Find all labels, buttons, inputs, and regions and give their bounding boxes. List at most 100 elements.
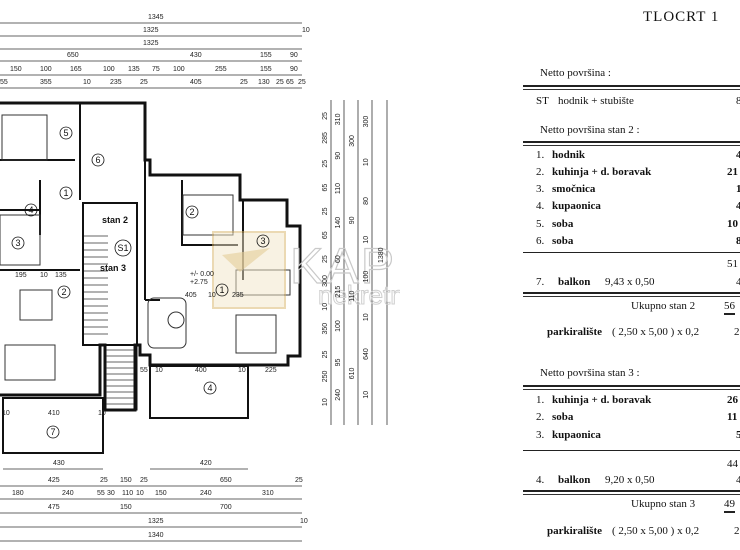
item-no: 3. [536,429,545,441]
dimension-label: 110 [335,183,342,194]
dimension-label: 240 [62,490,74,497]
dimension-label: 640 [363,348,370,360]
item-no: 1. [536,394,545,406]
room-number: 3 [260,236,265,246]
dimension-label: 55 [140,367,148,374]
watermark-brand: KAPITAL [290,238,400,294]
dimension-label: 25 [298,79,306,86]
dimension-label: 215 [335,286,342,298]
dimension-label: 300 [363,116,370,128]
dimension-label: 650 [220,477,232,484]
dimension-label: 25 [322,255,329,263]
dimension-label: 95 [335,358,342,366]
dimension-label: 250 [322,370,329,382]
item-value: 4 [736,200,740,212]
dimension-label: 150 [120,477,132,484]
dimension-label: 350 [322,323,329,335]
dimension-label: 10 [322,398,329,406]
stan2-balkon-calc: 9,43 x 0,50 [605,276,655,288]
dimension-label: 10 [363,236,370,244]
item-no: 1. [536,149,545,161]
area-table: TLOCRT 1 Netto površina : ST hodnik + st… [515,0,740,550]
dimension-label: 400 [195,367,207,374]
dimension-label: 180 [12,490,24,497]
room-number-circle [46,425,60,439]
room-number-circle [215,283,229,297]
room-number: 2 [61,287,66,297]
level-mark: +/- 0.00 [190,271,214,278]
dimension-label: 75 [152,66,160,73]
stan3-balkon-calc: 9,20 x 0,50 [605,474,655,486]
dimension-label: 65 [286,79,294,86]
room-number-circle [185,205,199,219]
plan-title: TLOCRT 1 [643,9,720,25]
dimension-label: 475 [48,504,60,511]
item-value: 21 [727,166,738,178]
dimension-label: 10 [363,313,370,321]
stairs [84,235,134,405]
dimension-label: 300 [349,135,356,147]
stan2-parking-value: 2 [734,326,740,338]
room-number-circle [256,234,270,248]
dimension-label: 650 [67,52,79,59]
watermark-sub: nekretnine [318,280,400,310]
dimension-label: 25 [295,477,303,484]
item-no: 2. [536,166,545,178]
dimension-label: 60 [335,255,342,263]
dimension-label: 25 [322,160,329,168]
dimension-label: 10 [155,367,163,374]
dimension-label: 90 [335,152,342,160]
stan2-parking-label: parkiralište [547,326,602,338]
dimension-label: 155 [260,52,272,59]
stan2-total-label: Ukupno stan 2 [631,300,696,312]
item-value: 11 [727,411,738,423]
dimension-label: 420 [200,460,212,467]
item-no: 3. [536,183,545,195]
stan3-total: 49 [724,498,735,513]
dimension-label: 1340 [148,532,164,539]
dimension-lines [0,22,388,542]
dimension-label: 195 [15,272,27,279]
stan3-parking-value: 2 [734,525,740,537]
dimension-label: 405 [190,79,202,86]
stan2-balkon-no: 7. [536,276,545,288]
stair-label-stan-3: stan 3 [100,263,126,273]
dimension-label: 10 [208,292,216,299]
dimension-label: 25 [322,350,329,358]
dimension-label: 110 [349,290,356,301]
dimension-label: 10 [363,391,370,399]
stan3-header: Netto površina stan 3 : [540,367,640,379]
st-code: ST [536,95,549,107]
st-value: 8 [736,95,740,107]
dimension-label: 100 [173,66,185,73]
st-label: hodnik + stubište [558,95,634,107]
dimension-label: 65 [322,231,329,239]
dimension-label: 1345 [148,14,164,21]
room-number-circle [91,153,105,167]
item-label: soba [552,218,574,230]
dimension-label: 90 [349,216,356,224]
item-value: 1 [736,183,740,195]
dimension-label: 100 [335,320,342,332]
item-no: 6. [536,235,545,247]
dimension-label: 150 [155,490,167,497]
item-label: kupaonica [552,200,601,212]
dimension-label: 25 [140,477,148,484]
dimension-label: 65 [322,184,329,192]
dimension-label: 10 [83,79,91,86]
dimension-label: 310 [335,113,342,125]
dimension-label: 1325 [143,40,159,47]
dimension-label: 310 [262,490,274,497]
dimension-label: 165 [70,66,82,73]
dimension-label: 10 [300,518,308,525]
dimension-label: 235 [232,292,244,299]
stan2-header: Netto površina stan 2 : [540,124,640,136]
netto-header: Netto površina : [540,67,611,79]
item-label: smočnica [552,183,596,195]
dimension-label: 25 [240,79,248,86]
dimension-label: 135 [128,66,140,73]
dimension-label: 100 [363,271,370,283]
balconies [2,344,249,454]
item-value: 10 [727,218,738,230]
